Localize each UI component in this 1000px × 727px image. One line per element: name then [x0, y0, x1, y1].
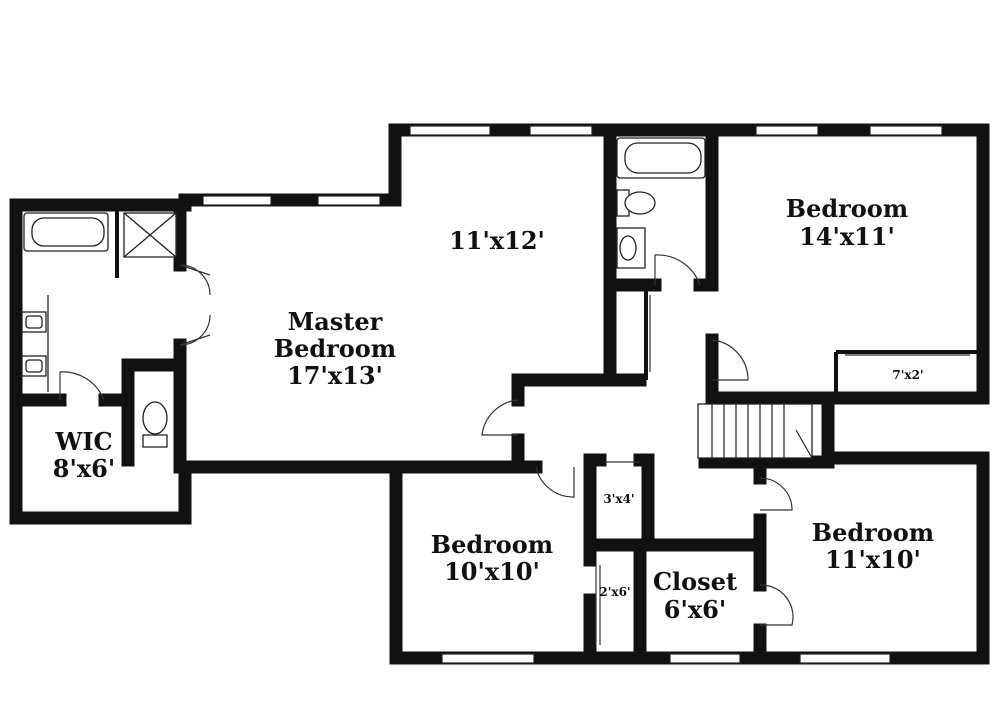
bedroom-s-size: 10'x10' — [444, 557, 540, 586]
bedroom-se-name: Bedroom — [812, 518, 934, 547]
closet-size: 6'x6' — [664, 595, 726, 624]
interior-walls — [9, 123, 978, 665]
linen-closet-size: 3'x4' — [603, 492, 634, 506]
windows — [202, 125, 943, 664]
master-bedroom-name-line1: Master — [288, 307, 383, 336]
wic-size: 8'x6' — [53, 454, 115, 483]
bedroom-s-name: Bedroom — [431, 530, 553, 559]
bedroom-ne-closet-size: 7'x2' — [892, 368, 923, 382]
toilet-icon — [142, 434, 168, 448]
closet-small-size: 2'x6' — [599, 585, 630, 599]
master-alcove-size: 11'x12' — [449, 226, 545, 255]
bedroom-se-size: 11'x10' — [825, 545, 921, 574]
closet-name: Closet — [653, 567, 737, 596]
bedroom-ne-name: Bedroom — [786, 194, 908, 223]
room-labels: Master Bedroom 17'x13' 11'x12' WIC 8'x6'… — [53, 194, 934, 624]
bedroom-ne-size: 14'x11' — [799, 222, 895, 251]
doors — [59, 254, 970, 645]
stairs — [697, 403, 813, 459]
wic-name: WIC — [54, 427, 112, 456]
fixtures — [21, 137, 706, 448]
master-bedroom-size: 17'x13' — [287, 361, 383, 390]
master-bedroom-name-line2: Bedroom — [274, 334, 396, 363]
